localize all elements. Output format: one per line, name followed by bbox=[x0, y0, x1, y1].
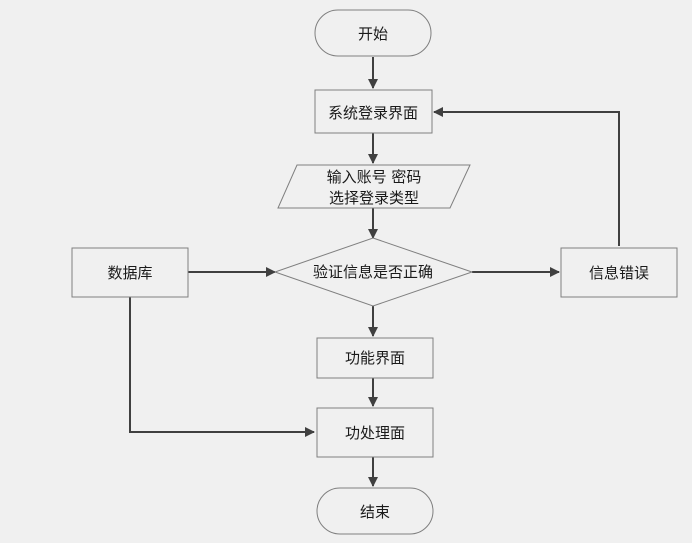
end-label: 结束 bbox=[360, 503, 390, 521]
start-label: 开始 bbox=[358, 25, 388, 43]
input-label-line1: 输入账号 密码 bbox=[327, 168, 422, 186]
verify-decision-node: 验证信息是否正确 bbox=[273, 237, 474, 307]
arrow-database-to-process bbox=[129, 297, 315, 437]
info-error-node: 信息错误 bbox=[560, 247, 678, 298]
function-process-node: 功处理面 bbox=[316, 407, 434, 458]
function-process-label: 功处理面 bbox=[345, 424, 405, 442]
verify-label: 验证信息是否正确 bbox=[313, 263, 433, 281]
info-error-label: 信息错误 bbox=[589, 264, 649, 282]
start-node: 开始 bbox=[314, 9, 432, 57]
login-page-node: 系统登录界面 bbox=[314, 89, 433, 134]
input-node: 输入账号 密码 选择登录类型 bbox=[277, 164, 471, 209]
function-page-label: 功能界面 bbox=[345, 349, 405, 367]
function-page-node: 功能界面 bbox=[316, 337, 434, 379]
arrow-error-to-login bbox=[433, 107, 620, 246]
login-page-label: 系统登录界面 bbox=[328, 104, 418, 122]
database-label: 数据库 bbox=[107, 264, 152, 282]
end-node: 结束 bbox=[316, 487, 434, 535]
database-node: 数据库 bbox=[71, 247, 189, 298]
input-label-line2: 选择登录类型 bbox=[329, 189, 419, 207]
connectors bbox=[129, 57, 620, 487]
